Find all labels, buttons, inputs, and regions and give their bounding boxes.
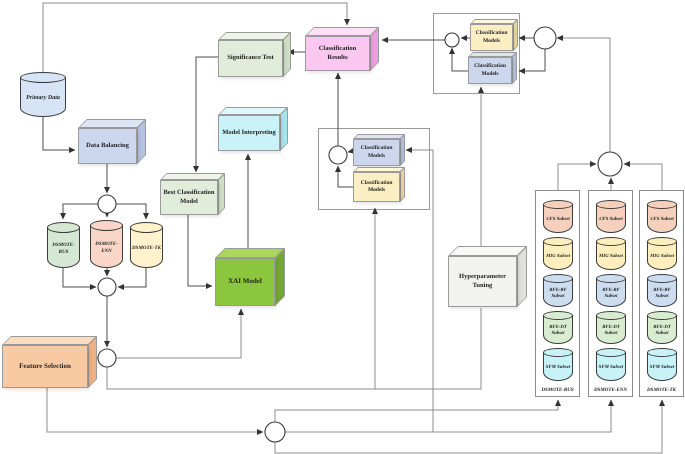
rfe-rf-subset-label: RFE-RF Subset	[653, 287, 671, 299]
cylinder-lid	[647, 311, 677, 320]
rfe-dt-subset-label: RFE-DT Subset	[549, 324, 567, 336]
classification-models-node: Classification Models	[468, 52, 517, 84]
rfe-rf-subset-label: RFE-RF Subset	[549, 287, 567, 299]
mig-subset-label: MIG Subset	[546, 253, 570, 259]
cfs-subset-cylinder: CFS Subset	[647, 200, 677, 233]
cfs-subset-cylinder: CFS Subset	[543, 200, 573, 233]
cylinder-lid	[543, 200, 573, 209]
sfm-subset-cylinder: SFM Subset	[596, 348, 626, 381]
significance-test-node: Significance Test	[218, 32, 291, 77]
rfe-rf-subset-cylinder: RFE-RF Subset	[647, 274, 677, 307]
rfe-rf-subset-label: RFE-RF Subset	[602, 287, 620, 299]
mig-subset-cylinder: MIG Subset	[596, 237, 626, 270]
rfe-dt-subset-label: RFE-DT Subset	[653, 324, 671, 336]
best-classification-model-label: Best Classification Model	[163, 188, 215, 205]
cylinder-lid	[647, 348, 677, 357]
classification-models-node: Classification Models	[470, 19, 518, 51]
dsmote-rus-cylinder: DSMOTE-RUS	[47, 222, 80, 268]
classification-models-label: Classification Models	[475, 30, 508, 44]
cylinder-lid	[596, 200, 626, 209]
cylinder-lid	[596, 237, 626, 246]
xai-model-label: XAI Model	[228, 277, 262, 286]
cylinder-lid	[543, 311, 573, 320]
mig-subset-cylinder: MIG Subset	[543, 237, 573, 270]
classification-models-label: Classification Models	[360, 145, 393, 159]
panel-label: DSMOTE-ENN	[593, 388, 628, 393]
cylinder-lid	[543, 237, 573, 246]
sfm-subset-cylinder: SFM Subset	[647, 348, 677, 381]
rfe-rf-subset-cylinder: RFE-RF Subset	[596, 274, 626, 307]
cylinder-lid	[20, 72, 66, 83]
hyperparameter-tuning-label: Hyperparameter Tuning	[459, 272, 506, 289]
dsmote-enn-cylinder: DSMOTE-ENN	[90, 220, 123, 268]
cylinder-lid	[647, 237, 677, 246]
feature-selection-node: Feature Selection	[2, 336, 97, 388]
sfm-subset-cylinder: SFM Subset	[543, 348, 573, 381]
cylinder-lid	[543, 348, 573, 357]
classification-models-label: Classification Models	[474, 63, 506, 77]
cylinder-lid	[47, 222, 80, 233]
data-balancing-node: Data Balancing	[78, 119, 146, 164]
rfe-dt-subset-cylinder: RFE-DT Subset	[543, 311, 573, 344]
classification-results-label: Classification Results	[318, 44, 357, 61]
sfm-subset-label: SFM Subset	[598, 364, 624, 370]
rfe-dt-subset-cylinder: RFE-DT Subset	[647, 311, 677, 344]
cfs-subset-label: CFS Subset	[650, 216, 674, 222]
sfm-subset-label: SFM Subset	[649, 364, 675, 370]
cylinder-lid	[130, 222, 163, 233]
sfm-subset-label: SFM Subset	[545, 364, 571, 370]
cylinder-lid	[543, 274, 573, 283]
classification-models-label: Classification Models	[360, 179, 393, 193]
cylinder-lid	[596, 274, 626, 283]
classification-models-node: Classification Models	[353, 167, 405, 202]
mig-subset-label: MIG Subset	[650, 253, 674, 259]
cfs-subset-cylinder: CFS Subset	[596, 200, 626, 233]
panel-label: DSMOTE-RUS	[541, 388, 574, 393]
model-interpreting-label: Model Interpreting	[222, 128, 276, 136]
subset-panel-dsmote-tk: CFS Subset MIG Subset RFE-RF Subset RFE-…	[639, 190, 684, 397]
junction-circle	[97, 348, 117, 368]
junction-circle	[97, 194, 117, 214]
cylinder-lid	[647, 274, 677, 283]
panel-label: DSMOTE-TK	[647, 388, 676, 393]
junction-circle	[597, 151, 623, 177]
cylinder-lid	[647, 200, 677, 209]
rfe-dt-subset-cylinder: RFE-DT Subset	[596, 311, 626, 344]
cfs-subset-label: CFS Subset	[546, 216, 570, 222]
dsmote-tk-label: DSMOTE-TK	[132, 246, 161, 252]
dsmote-enn-label: DSMOTE-ENN	[95, 242, 118, 254]
cylinder-lid	[596, 348, 626, 357]
xai-model-node: XAI Model	[215, 248, 285, 306]
rfe-dt-subset-label: RFE-DT Subset	[602, 324, 620, 336]
cylinder-lid	[90, 220, 123, 231]
junction-circle	[97, 277, 117, 297]
junction-circle	[264, 421, 286, 443]
model-interpreting-node: Model Interpreting	[218, 107, 288, 151]
dsmote-rus-label: DSMOTE-RUS	[52, 243, 75, 255]
mig-subset-cylinder: MIG Subset	[647, 237, 677, 270]
feature-selection-label: Feature Selection	[19, 361, 71, 370]
subset-panel-dsmote-enn: CFS Subset MIG Subset RFE-RF Subset RFE-…	[588, 190, 633, 397]
mig-subset-label: MIG Subset	[599, 253, 623, 259]
rfe-rf-subset-cylinder: RFE-RF Subset	[543, 274, 573, 307]
classification-results-node: Classification Results	[305, 27, 379, 71]
cfs-subset-label: CFS Subset	[599, 216, 623, 222]
significance-test-label: Significance Test	[227, 54, 274, 62]
data-balancing-label: Data Balancing	[86, 141, 129, 149]
primary-data-cylinder: Primary Data	[20, 72, 66, 117]
hyperparameter-tuning-node: Hyperparameter Tuning	[448, 246, 527, 307]
dsmote-tk-cylinder: DSMOTE-TK	[130, 222, 163, 268]
cylinder-lid	[596, 311, 626, 320]
subset-panel-dsmote-rus: CFS Subset MIG Subset RFE-RF Subset RFE-…	[535, 190, 580, 397]
best-classification-model-node: Best Classification Model	[160, 173, 225, 215]
junction-circle	[533, 26, 557, 50]
classification-models-node: Classification Models	[353, 134, 405, 166]
primary-data-label: Primary Data	[26, 95, 60, 102]
